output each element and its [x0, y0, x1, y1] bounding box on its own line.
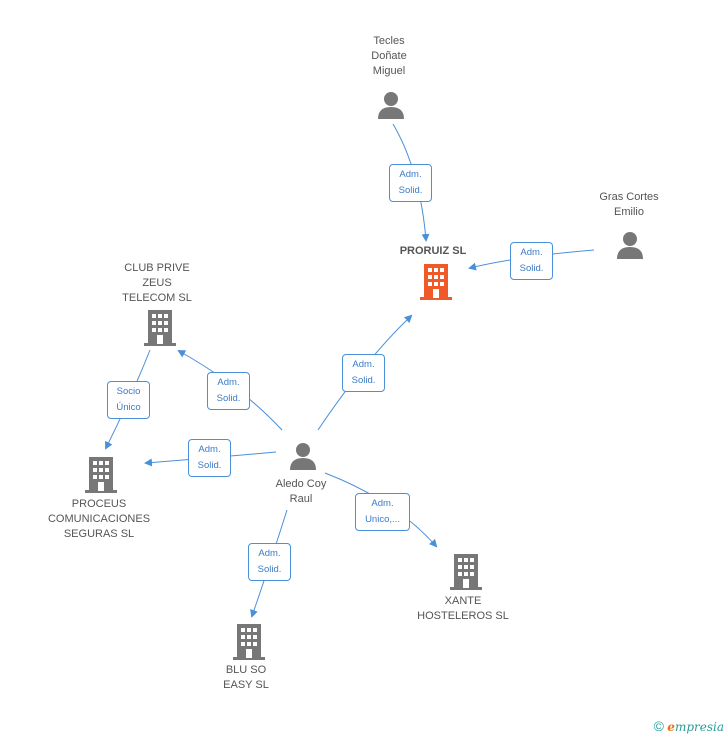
edge-label-aledo-bluso: Adm. Solid. — [248, 543, 291, 581]
edge-label-gras-proruiz: Adm. Solid. — [510, 242, 553, 280]
person-icon[interactable] — [376, 90, 406, 120]
company-proruiz-label[interactable]: PRORUIZ SL — [399, 245, 467, 257]
building-icon[interactable] — [420, 264, 452, 300]
edge-label-aledo-proceus: Adm. Solid. — [188, 439, 231, 477]
person-aledo-label[interactable]: Aledo Coy Raul — [275, 478, 327, 505]
person-tecles-label[interactable]: Tecles Doñate Miguel — [371, 35, 407, 77]
company-xante-label[interactable]: XANTE HOSTELEROS SL — [417, 595, 509, 622]
brand-logo-e: e — [667, 720, 675, 734]
brand-logo-text: mpresia — [674, 720, 724, 734]
building-icon[interactable] — [233, 624, 265, 660]
edge-label-aledo-proruiz: Adm. Solid. — [342, 354, 385, 392]
edge-label-club-proceus: Socio Único — [107, 381, 150, 419]
building-icon[interactable] — [144, 310, 176, 346]
person-gras-label[interactable]: Gras Cortes Emilio — [599, 191, 659, 218]
copyright-symbol: © — [653, 718, 664, 734]
company-club-label[interactable]: CLUB PRIVE ZEUS TELECOM SL — [122, 262, 192, 304]
edge-label-aledo-xante: Adm. Unico,... — [355, 493, 410, 531]
person-icon[interactable] — [615, 230, 645, 260]
building-icon[interactable] — [85, 457, 117, 493]
company-proceus-label[interactable]: PROCEUS COMUNICACIONES SEGURAS SL — [47, 498, 151, 540]
person-icon[interactable] — [288, 441, 318, 471]
edge-label-aledo-club: Adm. Solid. — [207, 372, 250, 410]
building-icon[interactable] — [450, 554, 482, 590]
company-bluso-label[interactable]: BLU SO EASY SL — [223, 664, 269, 691]
edge-label-tecles-proruiz: Adm. Solid. — [389, 164, 432, 202]
brand-footer: © empresia — [654, 718, 724, 734]
